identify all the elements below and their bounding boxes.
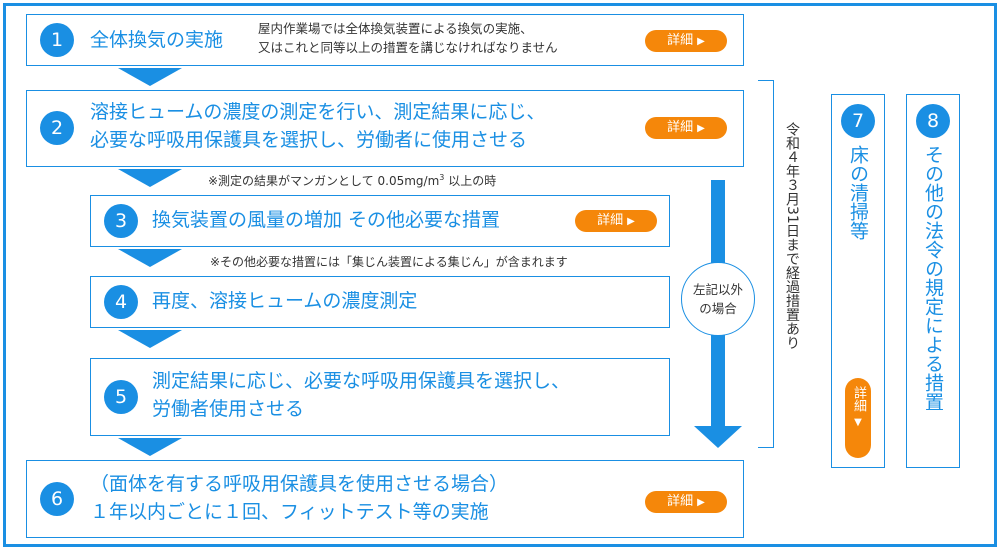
step-2-title-line1: 溶接ヒュームの濃度の測定を行い、測定結果に応じ、 bbox=[90, 101, 546, 123]
step-6-number: 6 bbox=[40, 482, 74, 516]
outer-frame bbox=[3, 3, 997, 547]
triangle-right-icon: ▶ bbox=[697, 123, 705, 134]
detail-label: 詳細 bbox=[667, 33, 694, 48]
step-8-title: その他の法令の規定による措置 bbox=[922, 145, 944, 411]
flow-arrow-3 bbox=[118, 249, 182, 267]
step-7-number: 7 bbox=[841, 104, 875, 138]
step-4-box bbox=[90, 276, 670, 328]
triangle-down-icon: ▼ bbox=[854, 417, 862, 428]
step-6-box bbox=[26, 460, 744, 538]
triangle-right-icon: ▶ bbox=[627, 216, 635, 227]
step-6-title-line1: （面体を有する呼吸用保護具を使用させる場合） bbox=[90, 473, 509, 495]
step-1-number: 1 bbox=[40, 23, 74, 57]
step-8-number: 8 bbox=[916, 104, 950, 138]
flow-arrow-1 bbox=[118, 68, 182, 86]
step-6-title-line2: １年以内ごとに１回、フィットテスト等の実施 bbox=[90, 501, 489, 523]
step-3-detail-button[interactable]: 詳細▶ bbox=[575, 210, 657, 232]
step-8-box bbox=[906, 94, 960, 468]
step-1-desc-line2: 又はこれと同等以上の措置を講じなければなりません bbox=[258, 40, 558, 55]
step-3-box bbox=[90, 195, 670, 247]
step-2-detail-button[interactable]: 詳細▶ bbox=[645, 117, 727, 139]
triangle-right-icon: ▶ bbox=[697, 497, 705, 508]
flow-arrow-5 bbox=[118, 438, 182, 456]
other-case-arrow-head bbox=[694, 426, 742, 448]
manganese-note: ※測定の結果がマンガンとして 0.05mg/m3 以上の時 bbox=[208, 172, 496, 189]
other-measures-note: ※その他必要な措置には「集じん装置による集じん」が含まれます bbox=[210, 255, 568, 269]
step-3-number: 3 bbox=[104, 204, 138, 238]
step-2-number: 2 bbox=[40, 111, 74, 145]
step-1-desc-line1: 屋内作業場では全体換気装置による換気の実施、 bbox=[258, 21, 533, 36]
step-3-title: 換気装置の風量の増加 その他必要な措置 bbox=[152, 209, 501, 231]
vertical-detail-label: 詳細 bbox=[851, 386, 866, 412]
step-6-detail-button[interactable]: 詳細▶ bbox=[645, 491, 727, 513]
transition-measure-text: 令和４年３月31日まで経過措置あり bbox=[784, 122, 800, 350]
detail-label: 詳細 bbox=[667, 494, 694, 509]
triangle-right-icon: ▶ bbox=[697, 36, 705, 47]
step-7-detail-button[interactable]: 詳細 ▼ bbox=[845, 378, 871, 458]
step-1-box bbox=[26, 14, 744, 66]
step-5-title-line1: 測定結果に応じ、必要な呼吸用保護具を選択し、 bbox=[152, 370, 571, 392]
manganese-note-sup: 3 bbox=[439, 173, 445, 182]
flow-arrow-4 bbox=[118, 330, 182, 348]
other-case-line1: 左記以外 bbox=[692, 282, 743, 297]
step-2-box bbox=[26, 90, 744, 167]
step-4-number: 4 bbox=[104, 285, 138, 319]
transition-bracket bbox=[758, 80, 774, 448]
step-4-title: 再度、溶接ヒュームの濃度測定 bbox=[152, 290, 418, 312]
detail-label: 詳細 bbox=[667, 120, 694, 135]
step-5-number: 5 bbox=[104, 380, 138, 414]
manganese-note-end: 以上の時 bbox=[444, 174, 497, 188]
step-2-title-line2: 必要な呼吸用保護具を選択し、労働者に使用させる bbox=[90, 129, 528, 151]
step-7-title: 床の清掃等 bbox=[847, 145, 869, 240]
other-case-line2: の場合 bbox=[699, 301, 737, 316]
step-5-title-line2: 労働者使用させる bbox=[152, 398, 305, 420]
step-5-box bbox=[90, 358, 670, 436]
flow-arrow-2 bbox=[118, 169, 182, 187]
step-1-detail-button[interactable]: 詳細▶ bbox=[645, 30, 727, 52]
detail-label: 詳細 bbox=[597, 213, 624, 228]
manganese-note-text: ※測定の結果がマンガンとして 0.05mg/m bbox=[208, 174, 440, 188]
step-1-title: 全体換気の実施 bbox=[90, 29, 224, 51]
other-case-circle: 左記以外 の場合 bbox=[681, 262, 755, 336]
